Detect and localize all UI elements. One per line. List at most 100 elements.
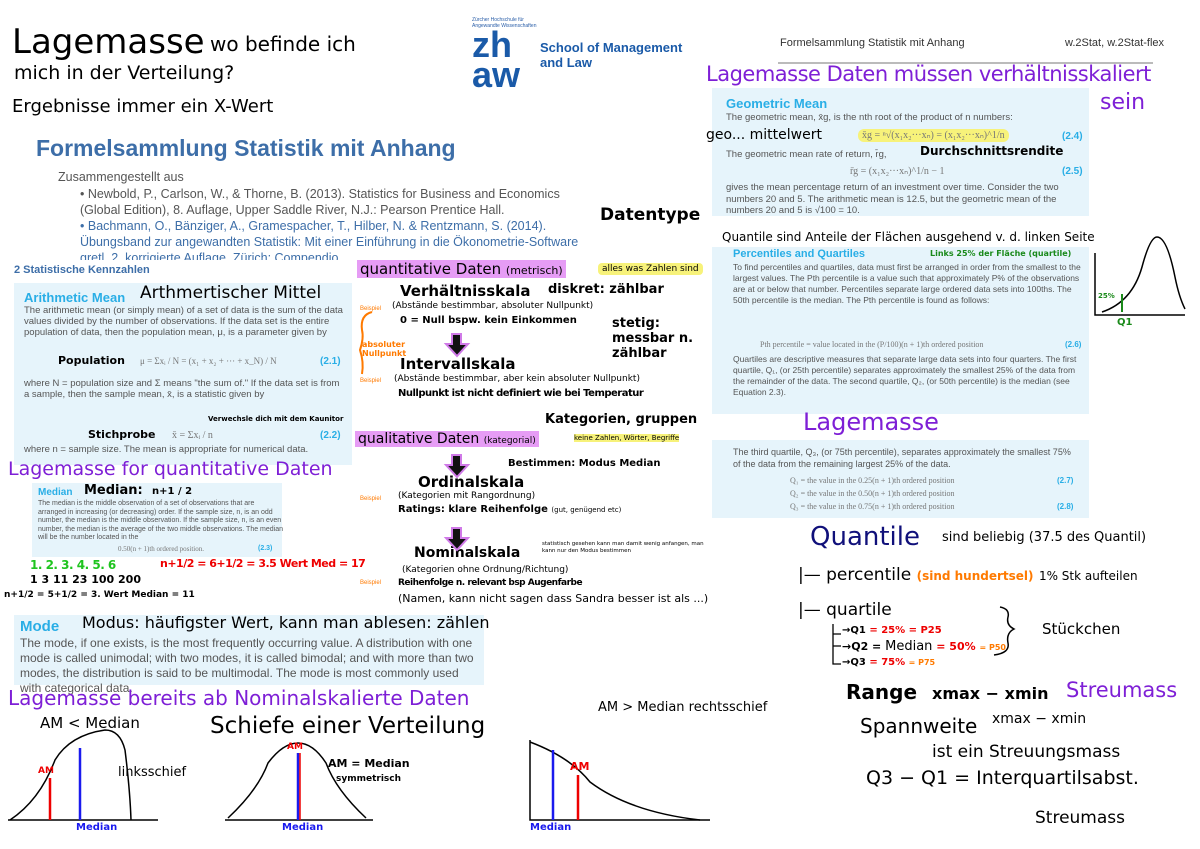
median-note: Median: — [84, 483, 143, 498]
mode-note: Modus: häufigster Wert, kann man ablesen… — [82, 613, 490, 632]
note-lagemasse-quartile: Lagemasse — [803, 408, 939, 436]
equation-2-5: r̄g = (x₁x₂···xₙ)^1/n − 1 — [850, 166, 945, 177]
logo-school: School of Management and Law — [540, 40, 683, 70]
note-streuungsmass: ist ein Streuungsmass — [932, 742, 1121, 762]
quant-note: alles was Zahlen sind — [598, 263, 703, 275]
kategorien-note: keine Zahlen, Wörter, Begriffe — [574, 434, 680, 442]
median-label-right: Median — [530, 822, 572, 833]
median-values: 1 3 11 23 100 200 — [30, 573, 141, 586]
note-question-2: mich in der Verteilung? — [14, 62, 235, 84]
quantile-title: Quantile — [810, 522, 920, 552]
note-question: wo befinde ich — [210, 32, 356, 56]
qualitative-label: qualitative Daten (kategorial) — [355, 431, 539, 447]
left-skew-label: AM < Median — [40, 714, 140, 732]
sketch-q1-label: Q1 — [1117, 317, 1133, 328]
note-lagemasse-quantitativ: Lagemasse for quantitative Daten — [8, 458, 333, 480]
equation-2-6: Pth percentile = value located in the (P… — [760, 340, 984, 349]
ordinalskala-label: Ordinalskala — [418, 473, 525, 491]
mode-title: Mode — [20, 618, 60, 635]
am-title: Arithmetic Mean — [24, 290, 126, 305]
equation-number: (2.3) — [258, 545, 273, 552]
am-note: Arthmertischer Mittel — [140, 283, 322, 303]
beispiel-label: Beispiel — [360, 378, 382, 384]
note-lagemasse-verhaeltnis: Lagemasse Daten müssen verhältnisskalier… — [706, 62, 1151, 86]
note-kategorien: Kategorien, gruppen — [545, 412, 698, 427]
iqr-formula: Q3 − Q1 = Interquartilsabst. — [866, 767, 1139, 789]
equation-number: (2.6) — [1065, 340, 1082, 349]
median-text: The median is the middle observation of … — [38, 500, 284, 541]
verhaeltnisskala-desc: (Abstände bestimmbar, absoluter Nullpunk… — [392, 301, 594, 311]
note-sample: Stichprobe — [88, 428, 156, 441]
third-quartile-text: The third quartile, Q₃, (or 75th percent… — [733, 447, 1071, 469]
percentiles-note: Links 25% der Fläche (quartile) — [930, 249, 1072, 258]
left-skewed-curve — [8, 729, 158, 821]
am-note-2: Verwechsle dich mit dem Kaunitor — [208, 415, 344, 423]
reference-2: • Bachmann, O., Bänziger, A., Gramespach… — [80, 219, 579, 260]
equation-number: (2.1) — [320, 356, 341, 367]
am-label-left: AM — [38, 766, 54, 776]
geo-text: The geometric mean, x̄g, is the nth root… — [726, 112, 1013, 123]
geo-text-3: gives the mean percentage return of an i… — [726, 182, 1059, 216]
header-title: Formelsammlung Statistik mit Anhang — [780, 37, 965, 49]
equation-number: (2.2) — [320, 430, 341, 441]
verhaeltnisskala-example: 0 = Null bspw. kein Einkommen — [400, 315, 577, 326]
logo-mark: zh aw — [472, 24, 521, 95]
equation-number: (2.8) — [1057, 502, 1074, 511]
median-formula-note: n+1 / 2 — [152, 486, 193, 497]
quartile-brace — [993, 606, 1016, 656]
note-datentype: Datentype — [600, 205, 701, 225]
nominalskala-example: Reihenfolge n. relevant bsp Augenfarbe — [398, 578, 583, 588]
ordinalskala-example: Ratings: klare Reihenfolge (gut, genügen… — [398, 504, 622, 515]
percentiles-box — [712, 247, 1089, 414]
note-streumass: Streumass — [1066, 678, 1178, 702]
geometric-mean-title: Geometric Mean — [726, 96, 828, 111]
nominalskala-example-2: (Namen, kann nicht sagen — [398, 592, 544, 605]
median-calc-even: n+1/2 = 6+1/2 = 3.5 Wert Med = 17 — [160, 557, 366, 570]
note-quantile-flaechen: Quantile sind Anteile der Flächen ausgeh… — [722, 230, 1095, 244]
note-stueckchen: Stückchen — [1042, 620, 1121, 638]
equation-q3: Q₃ = the value in the 0.75(n + 1)th orde… — [790, 502, 955, 511]
q1-row: →Q1 = 25% = P25 — [842, 625, 942, 636]
orange-brace — [358, 311, 373, 375]
skew-title: Schiefe einer Verteilung — [210, 713, 486, 739]
median-label-mid: Median — [282, 822, 324, 833]
q2-row: →Q2 = Median = 50% = P50 — [842, 639, 1006, 654]
note-absolute-zero: absoluter Nullpunkt — [362, 340, 407, 358]
equation-number: (2.7) — [1057, 476, 1074, 485]
am-label-mid: AM — [287, 742, 303, 752]
nominalskala-note: statistisch gesehen kann man damit wenig… — [542, 541, 704, 554]
geometric-mean-box — [712, 88, 1089, 216]
percentile-item: |— percentile (sind hundertsel) 1% Stk a… — [798, 565, 1138, 585]
equation-q1: Q₁ = the value in the 0.25(n + 1)th orde… — [790, 476, 955, 485]
nominalskala-desc: (Kategorien ohne Ordnung/Richtung) — [402, 565, 569, 575]
equation-q2: Q₂ = the value in the 0.50(n + 1)th orde… — [790, 489, 955, 498]
percentiles-text: To find percentiles and quartiles, data … — [733, 262, 1081, 305]
sketch-pct-label: 25% — [1098, 292, 1115, 300]
equation-2-3: 0.50(n + 1)th ordered position. — [118, 545, 204, 553]
quantile-sub: sind beliebig (37.5 des Quantil) — [942, 530, 1147, 545]
ordinalskala-desc: (Kategorien mit Rangordnung) — [398, 491, 536, 501]
equation-2-1: μ = Σxᵢ / N = (x₁ + x₂ + ··· + x_N) / N — [140, 356, 277, 366]
equation-number: (2.4) — [1062, 131, 1083, 142]
range-label: Range — [846, 680, 918, 704]
mode-box — [14, 615, 484, 685]
beispiel-label: Beispiel — [360, 580, 382, 586]
nominalskala-label: Nominalskala — [414, 545, 521, 561]
note-lagemasse-nominal: Lagemasse bereits ab Nominalskalierte Da… — [8, 686, 470, 710]
spannweite-formula: xmax − xmin — [992, 711, 1087, 727]
symmetrisch-label: symmetrisch — [336, 774, 402, 784]
equation-2-2: x̄ = Σxᵢ / n — [172, 430, 213, 441]
right-skew-label: AM > Median rechtsschief — [598, 700, 768, 715]
geo-note-2: Durchschnittsrendite — [920, 144, 1064, 158]
spannweite-label: Spannweite — [860, 714, 978, 738]
geo-note: geo... mittelwert — [706, 127, 822, 143]
down-arrow-icon — [443, 333, 471, 552]
header-course: w.2Stat, w.2Stat-flex — [1065, 37, 1165, 49]
doc-title: Formelsammlung Statistik mit Anhang — [36, 135, 456, 161]
header-divider — [778, 62, 1153, 64]
note-bestimmen: Bestimmen: Modus Median — [508, 458, 661, 469]
quartiles-text: Quartiles are descriptive measures that … — [733, 354, 1077, 397]
quantitative-label: quantitative Daten (metrisch) — [357, 260, 566, 278]
note-stetig: stetig: messbar n. zählbar — [612, 316, 694, 361]
